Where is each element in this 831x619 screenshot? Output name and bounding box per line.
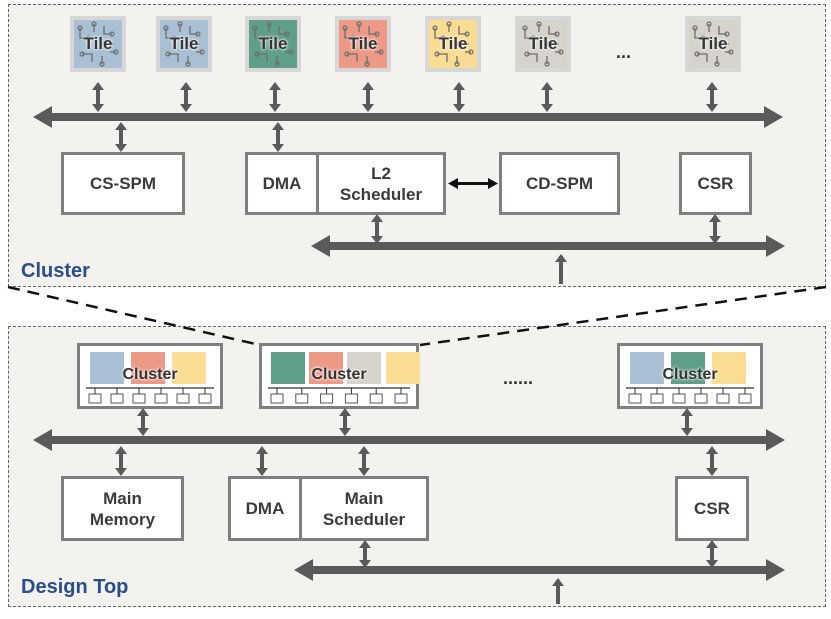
cluster-label: Cluster [311, 366, 367, 383]
tile-3: Tile [245, 16, 301, 72]
zoom-lines [7, 285, 827, 347]
tile-5: Tile [425, 16, 481, 72]
l2-scheduler-box: L2 Scheduler [316, 152, 446, 215]
tile-label: Tile [438, 34, 468, 53]
cluster-cell [386, 352, 420, 384]
circuit-icon [252, 21, 294, 67]
cluster-panel-label: Cluster [21, 260, 90, 282]
cluster-label: Cluster [662, 366, 718, 383]
circuit-icon [692, 21, 734, 67]
cluster-block-3: Cluster [617, 343, 763, 409]
cluster-cell [712, 352, 746, 384]
cluster-cell [347, 352, 381, 384]
main-scheduler-box: Main Scheduler [299, 476, 429, 541]
dma-box: DMA [228, 476, 302, 541]
cs-spm-box: CS-SPM [61, 152, 185, 215]
dma-box: DMA [245, 152, 319, 215]
tile-1: Tile [70, 16, 126, 72]
cluster-cell [671, 352, 705, 384]
circuit-icon [522, 21, 564, 67]
top-bus [33, 429, 785, 451]
cluster-cell [131, 352, 165, 384]
cluster-block-2: Cluster [259, 343, 420, 409]
cluster-internal-bus [626, 387, 754, 404]
tile-label: Tile [698, 34, 728, 53]
tile-label: Tile [348, 34, 378, 53]
top-lower-bus [294, 559, 785, 581]
tile-7: Tile [685, 16, 741, 72]
cluster-internal-bus [268, 387, 410, 404]
cluster-lower-bus [311, 235, 785, 257]
circuit-icon [342, 21, 384, 67]
main-memory-box: Main Memory [61, 476, 184, 541]
cluster-ellipsis: ...... [503, 368, 534, 388]
tile-6: Tile [515, 16, 571, 72]
cluster-label: Cluster [122, 366, 178, 383]
cluster-cell [630, 352, 664, 384]
tile-label: Tile [258, 34, 288, 53]
circuit-icon [432, 21, 474, 67]
cluster-bus [33, 106, 783, 128]
cluster-cell [90, 352, 124, 384]
cluster-internal-bus [86, 387, 214, 404]
csr-box: CSR [679, 152, 752, 215]
tile-label: Tile [528, 34, 558, 53]
tile-2: Tile [156, 16, 212, 72]
cluster-cell [172, 352, 206, 384]
cd-spm-box: CD-SPM [499, 152, 620, 215]
design-top-panel-label: Design Top [21, 576, 129, 598]
cluster-block-1: Cluster [77, 343, 223, 409]
circuit-icon [163, 21, 205, 67]
cluster-cell [309, 352, 343, 384]
tile-label: Tile [169, 34, 199, 53]
circuit-icon [77, 21, 119, 67]
scheduler-cdspm-arrow [448, 178, 498, 189]
cluster-cell [271, 352, 305, 384]
tile-4: Tile [335, 16, 391, 72]
tile-label: Tile [83, 34, 113, 53]
csr-box: CSR [675, 476, 749, 541]
tile-ellipsis: ... [616, 42, 632, 62]
tile-bus-arrows [96, 88, 714, 106]
arrow-heads [92, 82, 721, 586]
